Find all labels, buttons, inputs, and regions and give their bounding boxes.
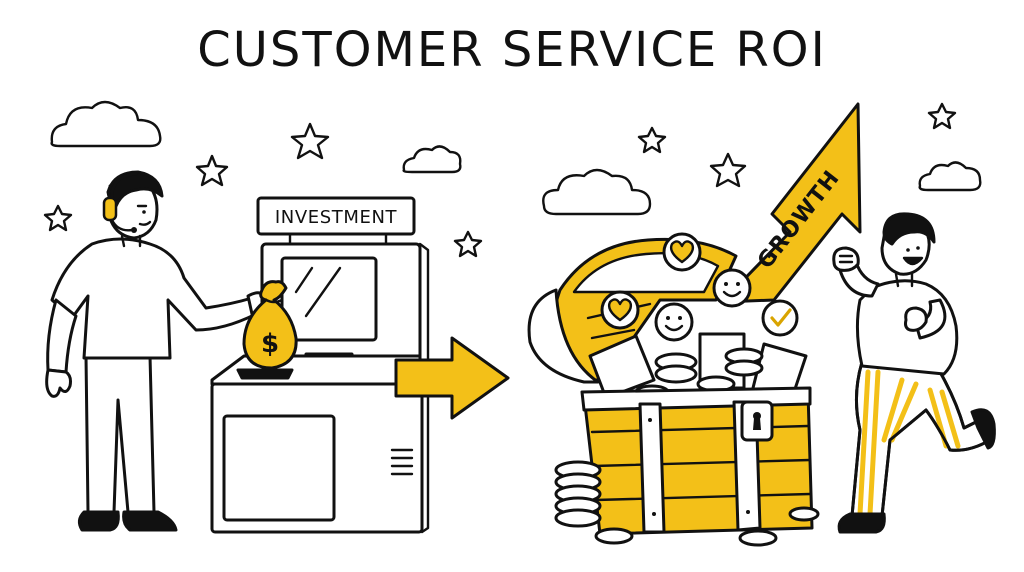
arrow-right-icon	[394, 336, 510, 420]
star-icon	[637, 126, 667, 154]
investment-machine	[210, 196, 430, 534]
investment-sign	[256, 196, 416, 236]
star-icon	[709, 152, 747, 188]
cloud-icon	[402, 145, 462, 174]
star-icon	[927, 102, 957, 130]
cloud-icon	[50, 100, 162, 148]
star-icon	[195, 154, 229, 187]
star-icon	[43, 204, 73, 232]
happy-customer-figure	[832, 212, 996, 534]
star-icon	[290, 122, 330, 160]
money-bag-icon: $	[242, 280, 298, 370]
coin-stack	[554, 460, 820, 547]
money-bag-symbol: $	[261, 329, 279, 359]
cloud-icon	[918, 161, 982, 192]
smile-icon	[712, 268, 752, 308]
star-icon	[453, 230, 483, 258]
arrow-up-right-icon	[720, 102, 862, 304]
support-agent-figure	[45, 170, 270, 532]
cloud-icon	[542, 168, 652, 216]
heart-icon	[600, 290, 640, 330]
checkmark-icon	[761, 299, 799, 337]
investment-label: INVESTMENT	[275, 207, 398, 228]
heart-icon	[662, 232, 702, 272]
page-title: CUSTOMER SERVICE ROI	[197, 22, 827, 78]
keyhole-icon	[753, 412, 761, 430]
smile-icon	[654, 302, 694, 342]
